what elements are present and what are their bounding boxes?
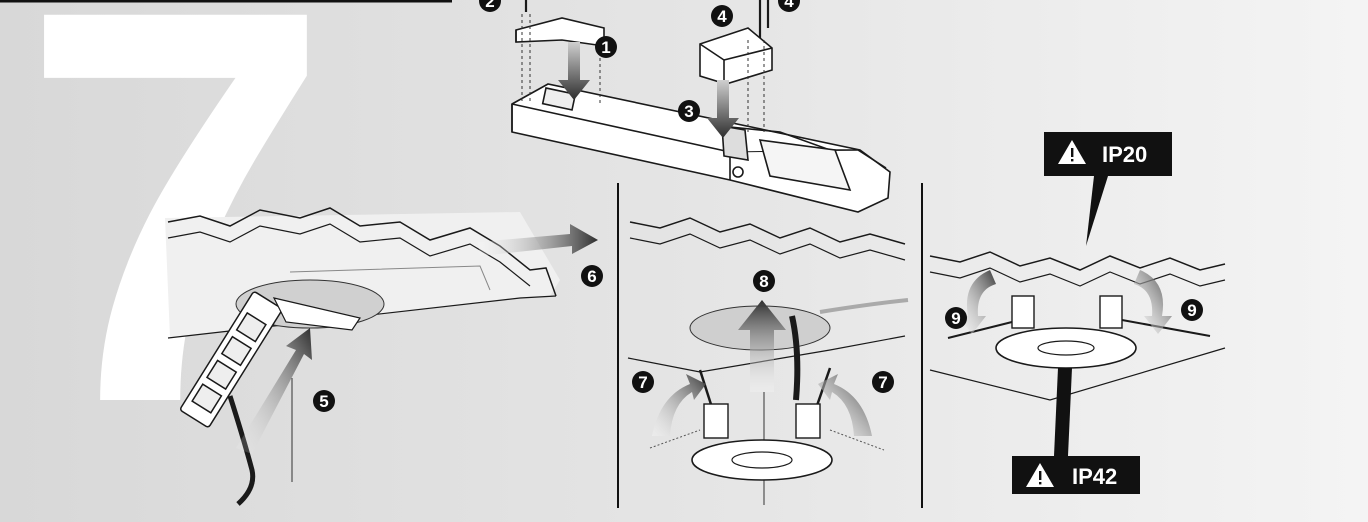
step-4b-circle — [778, 0, 800, 12]
screws — [524, 0, 770, 38]
guide-lines — [521, 14, 765, 132]
step-9b-circle — [1181, 299, 1203, 321]
step-2: 2 — [479, 0, 501, 12]
step-9a-label: 9 — [951, 309, 960, 328]
badge-ip20-label: IP20 — [1102, 142, 1147, 167]
step-3: 3 — [678, 100, 700, 122]
step-1-circle — [595, 36, 617, 58]
step-4b: 4 — [778, 0, 800, 12]
step-9b-label: 9 — [1187, 301, 1196, 320]
arrow-down-cover-1 — [558, 42, 590, 100]
step-7b: 7 — [872, 371, 894, 393]
step-7a-label: 7 — [638, 373, 647, 392]
arrow-down-cover-3 — [707, 80, 739, 138]
panel-left — [165, 207, 598, 506]
step-8-circle — [753, 270, 775, 292]
warning-triangle-icon — [1058, 140, 1086, 164]
step-5: 5 — [313, 390, 335, 412]
step-5-circle — [313, 390, 335, 412]
step-7a-circle — [632, 371, 654, 393]
step-4a-label: 4 — [717, 7, 727, 26]
step-8: 8 — [753, 270, 775, 292]
step-2-circle — [479, 0, 501, 12]
badge-ip20: IP20 — [1044, 132, 1172, 176]
panel-middle — [627, 217, 909, 505]
step-7b-label: 7 — [878, 373, 887, 392]
warning-triangle-icon — [1026, 463, 1054, 487]
step-4b-label: 4 — [784, 0, 794, 11]
step-7a: 7 — [632, 371, 654, 393]
step-3-circle — [678, 100, 700, 122]
step-1: 1 — [595, 36, 617, 58]
step-5-label: 5 — [319, 392, 328, 411]
step-9a-circle — [945, 307, 967, 329]
step-6: 6 — [581, 265, 603, 287]
step-8-label: 8 — [759, 272, 768, 291]
driver-assembly — [511, 17, 891, 213]
step-4a-circle — [711, 5, 733, 27]
badge-ip42-label: IP42 — [1072, 464, 1117, 489]
step-3-label: 3 — [684, 102, 693, 121]
step-9a: 9 — [945, 307, 967, 329]
badge-ip42: IP42 — [1012, 456, 1140, 494]
step-9b: 9 — [1181, 299, 1203, 321]
step-6-label: 6 — [587, 267, 596, 286]
step-4a: 4 — [711, 5, 733, 27]
step-7b-circle — [872, 371, 894, 393]
step-1-label: 1 — [601, 38, 610, 57]
panel-right — [929, 176, 1226, 456]
step-2-label: 2 — [485, 0, 494, 11]
step-6-circle — [581, 265, 603, 287]
